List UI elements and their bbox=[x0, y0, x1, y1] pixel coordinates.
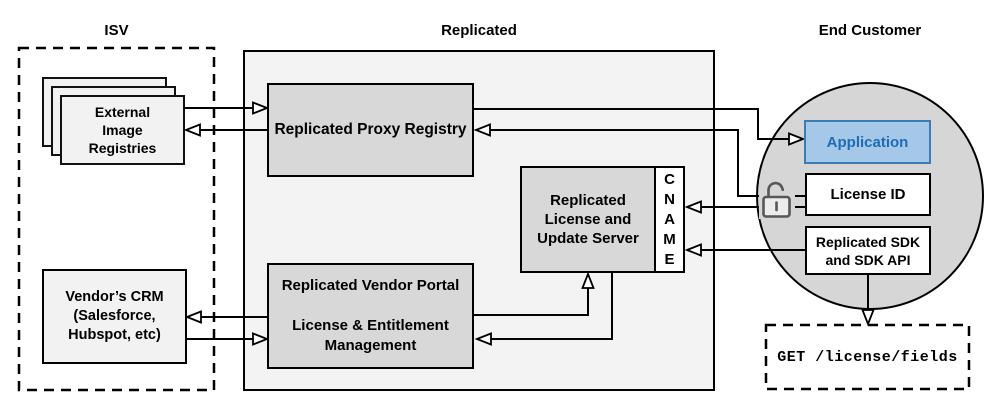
application-label: Application bbox=[826, 133, 909, 151]
replicated-section-label: Replicated bbox=[441, 22, 517, 39]
external-image-registries-label: External Image Registries bbox=[88, 104, 157, 156]
end-customer-section-label: End Customer bbox=[818, 22, 922, 39]
node-replicated-proxy-registry: Replicated Proxy Registry bbox=[267, 83, 474, 177]
node-cname: C N A M E bbox=[654, 166, 685, 273]
node-application: Application bbox=[804, 120, 931, 164]
license-update-server-label: Replicated License and Update Server bbox=[537, 192, 639, 247]
proxy-registry-label: Replicated Proxy Registry bbox=[274, 121, 467, 138]
vendors-crm-label: Vendor’s CRM (Salesforce, Hubspot, etc) bbox=[65, 289, 164, 343]
node-license-update-server: Replicated License and Update Server bbox=[520, 166, 656, 273]
isv-section-label: ISV bbox=[104, 22, 129, 39]
replicated-sdk-label: Replicated SDK and SDK API bbox=[815, 233, 921, 268]
vendor-portal-label: Replicated Vendor Portal License & Entit… bbox=[281, 277, 460, 354]
node-replicated-sdk: Replicated SDK and SDK API bbox=[805, 226, 931, 275]
node-license-id: License ID bbox=[805, 173, 931, 216]
node-external-image-registries: External Image Registries bbox=[60, 95, 185, 165]
license-id-label: License ID bbox=[830, 186, 906, 203]
node-vendors-crm: Vendor’s CRM (Salesforce, Hubspot, etc) bbox=[42, 269, 187, 364]
api-request-label: GET /license/fields bbox=[777, 348, 958, 366]
cname-label: C N A M E bbox=[663, 170, 676, 268]
node-replicated-vendor-portal: Replicated Vendor Portal License & Entit… bbox=[267, 263, 474, 369]
